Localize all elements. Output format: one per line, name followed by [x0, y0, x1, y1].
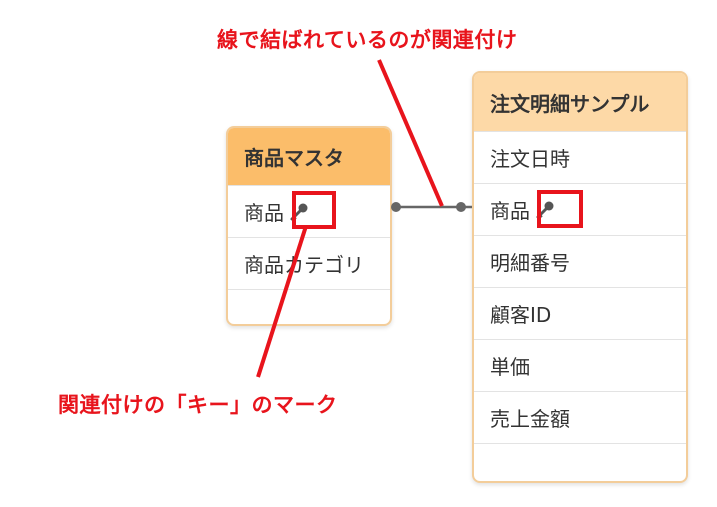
field-order-datetime-label: 注文日時 — [490, 147, 570, 171]
table-product-master-title: 商品マスタ — [228, 128, 390, 185]
field-unit-price-label: 単価 — [490, 355, 530, 379]
connector-endpoint-right — [456, 202, 466, 212]
field-order-datetime[interactable]: 注文日時 — [474, 131, 686, 183]
field-sales-amount-label: 売上金額 — [490, 407, 570, 431]
field-product[interactable]: 商品 — [228, 185, 390, 237]
connector-endpoint-left — [391, 202, 401, 212]
field-line-number[interactable]: 明細番号 — [474, 235, 686, 287]
key-icon — [288, 201, 310, 223]
field-product-category[interactable]: 商品カテゴリ — [228, 237, 390, 289]
field-line-number-label: 明細番号 — [490, 251, 570, 275]
field-product-label: 商品 — [490, 199, 530, 223]
field-empty-row — [474, 443, 686, 481]
field-unit-price[interactable]: 単価 — [474, 339, 686, 391]
key-icon — [534, 199, 556, 221]
table-order-detail[interactable]: 注文明細サンプル 注文日時 商品 明細番号 顧客ID 単価 売上金額 — [472, 71, 688, 483]
table-order-detail-title: 注文明細サンプル — [474, 73, 686, 131]
field-sales-amount[interactable]: 売上金額 — [474, 391, 686, 443]
field-product-label: 商品 — [244, 201, 284, 225]
table-product-master[interactable]: 商品マスタ 商品 商品カテゴリ — [226, 126, 392, 326]
field-customer-id-label: 顧客ID — [490, 303, 552, 327]
field-empty-row — [228, 289, 390, 324]
field-product[interactable]: 商品 — [474, 183, 686, 235]
relationship-connector[interactable] — [391, 202, 472, 212]
field-customer-id[interactable]: 顧客ID — [474, 287, 686, 339]
field-product-category-label: 商品カテゴリ — [244, 253, 364, 277]
annotation-relationship-caption: 線で結ばれているのが関連付け — [217, 28, 518, 52]
annotation-key-caption: 関連付けの「キー」のマーク — [58, 393, 338, 417]
